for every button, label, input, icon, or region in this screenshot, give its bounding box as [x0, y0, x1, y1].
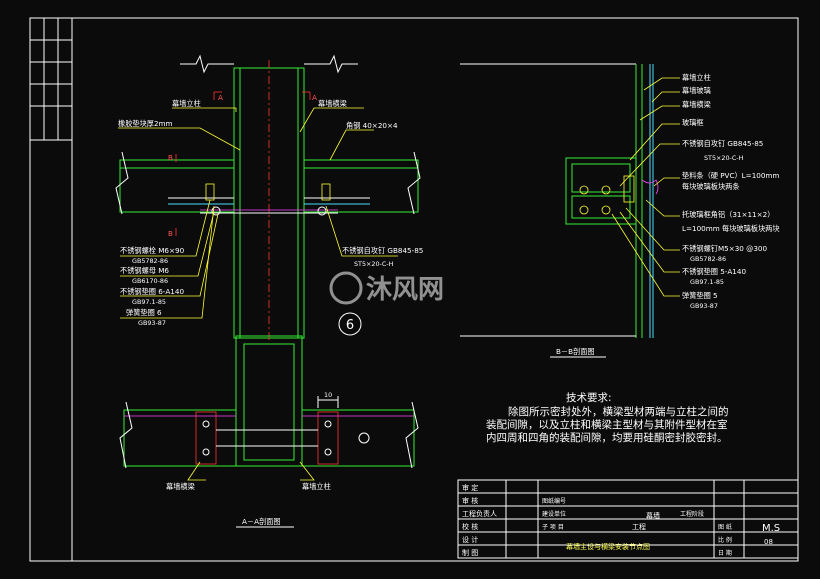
notes-line-2: 装配间隙，以及立柱和横梁主型材与其附件型材在室 [486, 418, 728, 431]
r-label-spring-std: GB93-87 [690, 302, 718, 310]
r-label-bolt: 不锈钢螺钉M5×30 @300 [682, 244, 767, 253]
label-spring: 弹簧垫圈 6 [126, 308, 162, 317]
tb-project: 工程 [632, 522, 646, 531]
label-washer: 不锈钢垫圈 6-A140 [120, 287, 184, 296]
tb-right-c: 日 期 [718, 549, 732, 557]
tb-row-4: 校 核 [462, 522, 478, 531]
dim-10: 10 [324, 391, 332, 399]
border-inner [71, 17, 799, 562]
tb-client: 建设单位 [542, 510, 566, 518]
right-section-detail [460, 63, 680, 338]
b-label-column: 幕墙立柱 [302, 482, 331, 491]
label-column: 幕墙立柱 [172, 99, 201, 108]
tb-subproject: 子 项 目 [542, 524, 564, 531]
tb-row-1: 审 定 [462, 483, 478, 492]
label-gasket: 橡胶垫块厚2mm [118, 119, 173, 128]
tb-drawing-title: 幕墙主设与横梁安装节点图 [566, 542, 650, 551]
tb-right-b: 比 例 [718, 536, 732, 544]
r-label-glass: 幕墙玻璃 [682, 86, 711, 95]
caption-a-a: A－A剖面图 [242, 517, 281, 526]
tb-code: M.S [762, 523, 780, 534]
watermark-text: 沐风网 [366, 275, 444, 305]
label-washer-std: GB97.1-85 [132, 298, 166, 306]
r-label-pad: 垫料条（硬 PVC）L=100mm [682, 171, 779, 180]
tb-number: 08 [764, 538, 773, 546]
label-nut-std: GB6170-86 [132, 277, 168, 285]
tb-curtain: 幕墙 [646, 511, 660, 520]
label-screw-spec: ST5×20-C-H [354, 260, 394, 268]
r-label-angle-note: L=100mm 每块玻璃板块两块 [682, 224, 780, 233]
notes-title: 技术要求: [566, 391, 612, 404]
left-margin-strip [30, 18, 72, 141]
label-screw: 不锈钢自攻钉 GB845-85 [342, 246, 423, 255]
r-label-screw: 不锈钢自攻钉 GB845-85 [682, 139, 763, 148]
r-label-pad-note: 每块玻璃板块两条 [682, 182, 740, 191]
title-block [457, 479, 799, 559]
r-label-frame: 玻璃框 [682, 118, 704, 127]
detail-number-circle [338, 312, 362, 336]
label-bolt: 不锈钢螺栓 M6×90 [120, 246, 185, 255]
tb-drawing-no: 图纸编号 [542, 497, 566, 505]
b-label-beam: 幕墙横梁 [166, 482, 195, 491]
section-mark-a-right: A [312, 93, 317, 102]
top-left-detail [115, 54, 421, 340]
section-mark-a-left: A [218, 93, 223, 102]
label-nut: 不锈钢螺母 M6 [120, 266, 169, 275]
bottom-section-detail [119, 335, 419, 481]
r-label-beam: 幕墙横梁 [682, 100, 711, 109]
tb-row-6: 制 图 [462, 548, 478, 557]
notes-line-1: 除图所示密封处外，横梁型材两端与立柱之间的 [508, 405, 729, 418]
tb-right-a: 图 纸 [718, 523, 732, 531]
r-label-spring: 弹簧垫圈 5 [682, 291, 718, 300]
r-label-bolt-std: GB5782-86 [690, 255, 726, 263]
label-beam: 幕墙横梁 [318, 99, 347, 108]
section-mark-b-bottom: B [168, 229, 173, 238]
tb-row-2: 审 核 [462, 496, 478, 505]
label-spring-std: GB93-87 [138, 319, 166, 327]
label-angle: 角钢 40×20×4 [346, 121, 398, 130]
notes-line-3: 内四周和四角的装配间隙，均要用硅酮密封胶密封。 [486, 431, 728, 444]
caption-b-b: B－B剖面图 [556, 347, 595, 356]
r-label-screw-spec: ST5×20-C-H [704, 154, 744, 162]
detail-number: 6 [346, 318, 354, 333]
r-label-washer-std: GB97.1-85 [690, 278, 724, 286]
tb-row-3: 工程负责人 [462, 509, 497, 518]
section-mark-b-top: B [168, 153, 173, 162]
r-label-angle: 托玻璃框角铝（31×11×2） [682, 210, 774, 219]
tb-row-5: 设 计 [462, 535, 478, 544]
r-label-column: 幕墙立柱 [682, 73, 711, 82]
tb-phase: 工程阶段 [680, 510, 704, 518]
r-label-washer: 不锈钢垫圈 5-A140 [682, 267, 746, 276]
label-bolt-std: GB5782-86 [132, 257, 168, 265]
watermark: 沐风网 [329, 271, 444, 305]
